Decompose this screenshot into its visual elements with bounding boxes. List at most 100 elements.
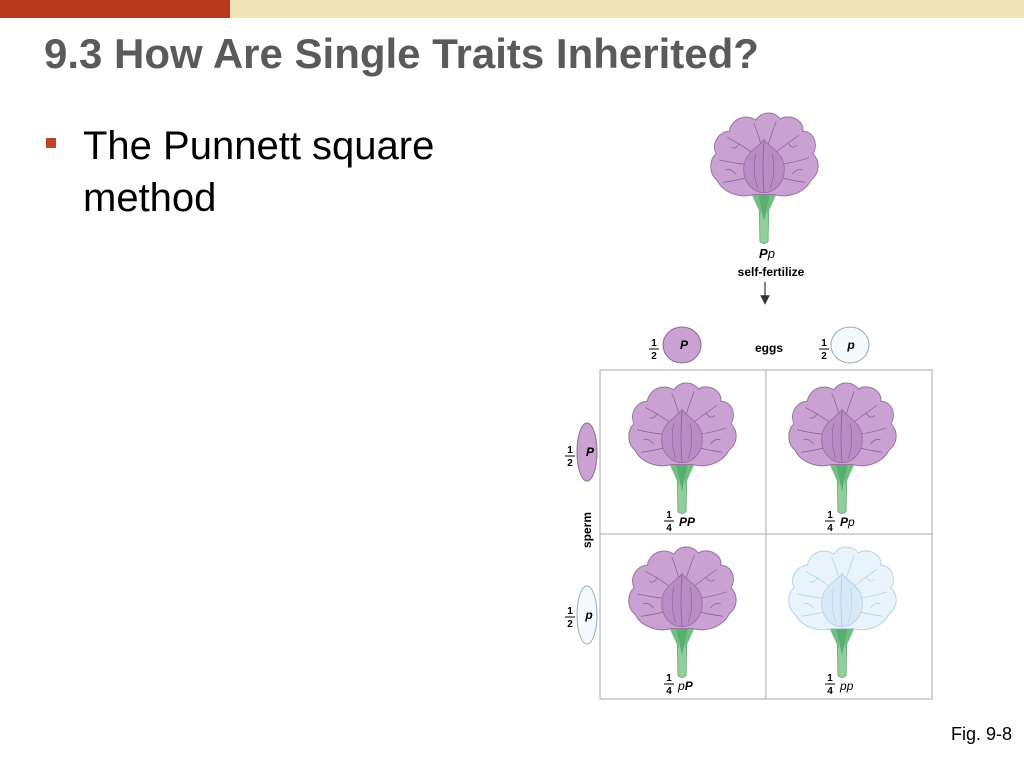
cell-fraction-num: 1 [827, 673, 833, 684]
sperm-gamete-recessive: 1 2 p [565, 585, 598, 645]
keel-vein [831, 423, 837, 459]
sperm-dominant-fraction-den: 2 [567, 458, 573, 469]
cell-allele-1: P [840, 515, 849, 529]
keel-vein [753, 153, 759, 189]
cell-allele-1: P [679, 515, 688, 529]
slide-title: 9.3 How Are Single Traits Inherited? [44, 30, 759, 77]
sepal-center [675, 462, 689, 492]
petal-vein [725, 169, 736, 175]
egg-dominant-fraction-den: 2 [651, 351, 657, 362]
petal-vein [643, 603, 654, 609]
self-fertilize-label: self-fertilize [738, 265, 805, 279]
keel-vein [687, 587, 693, 623]
sperm-recessive-ellipse [576, 585, 598, 645]
sperm-dominant-allele: P [586, 445, 595, 459]
petal-vein [788, 143, 797, 148]
sepal-center [675, 626, 689, 656]
petal-vein [710, 603, 721, 609]
cell-genotype: pP [677, 679, 694, 693]
sepal-center [835, 626, 849, 656]
parent-genotype: Pp [759, 246, 775, 261]
keel-vein [840, 411, 843, 463]
keel-vein [847, 423, 853, 459]
figure-caption: Fig. 9-8 [950, 724, 1012, 744]
cell-fraction-num: 1 [666, 673, 672, 684]
cell-label-2: 1 4 pP [664, 673, 694, 697]
petal-vein [866, 413, 875, 418]
egg-recessive-fraction-num: 1 [821, 338, 827, 349]
keel-vein [671, 423, 677, 459]
egg-recessive-allele: p [846, 338, 854, 352]
offspring-flower-pp-dominant purple-flower-icon [628, 382, 737, 514]
sperm-recessive-fraction-den: 2 [567, 619, 573, 630]
bullet-item: The Punnett square method [83, 124, 435, 220]
egg-recessive-circle [830, 326, 870, 364]
petal-vein [731, 143, 740, 149]
keel-petal [743, 138, 785, 193]
cell-fraction-den: 4 [827, 523, 833, 534]
cell-fraction-num: 1 [666, 510, 672, 521]
egg-gamete-recessive: 1 2 p [819, 326, 870, 364]
accent-bar-left [0, 0, 230, 18]
accent-bar-right [230, 0, 1024, 18]
cell-fraction-den: 4 [666, 686, 672, 697]
keel-vein [769, 153, 775, 189]
offspring-flower-pp-recessive white-flower-icon [788, 546, 897, 678]
top-accent-bar [0, 0, 1024, 18]
keel-vein [680, 411, 683, 463]
cell-genotype: pp [839, 679, 854, 693]
cell-genotype: PP [679, 515, 696, 529]
parent-flower purple-flower-icon [710, 112, 819, 244]
sepal-center [835, 462, 849, 492]
egg-gamete-dominant: 1 2 P [649, 326, 702, 364]
offspring-flower-pp-hetero-a purple-flower-icon [788, 382, 897, 514]
egg-dominant-allele: P [680, 338, 689, 352]
petal-vein [710, 439, 721, 445]
sperm-recessive-allele: p [584, 608, 592, 622]
sperm-dominant-ellipse [576, 422, 598, 482]
petal-vein [870, 439, 881, 445]
petal-vein [649, 577, 658, 583]
keel-vein [687, 423, 693, 459]
petal-vein [706, 413, 715, 418]
petal-vein [803, 603, 814, 609]
keel-petal [661, 572, 703, 627]
cell-label-1: 1 4 Pp [825, 510, 855, 534]
bullet-marker-icon [46, 138, 56, 148]
cell-allele-1: p [677, 679, 685, 693]
cell-fraction-num: 1 [827, 510, 833, 521]
petal-vein [649, 413, 658, 419]
petal-vein [809, 577, 818, 583]
cell-genotype: Pp [840, 515, 855, 529]
cell-fraction-den: 4 [827, 686, 833, 697]
keel-vein [840, 575, 843, 627]
parent-allele-dominant: P [759, 246, 768, 261]
eggs-label: eggs [755, 341, 783, 355]
cell-allele-2: P [687, 515, 696, 529]
petal-vein [706, 577, 715, 582]
sperm-recessive-fraction-num: 1 [567, 606, 573, 617]
sepal-center [757, 192, 771, 222]
petal-vein [803, 439, 814, 445]
keel-vein [680, 575, 683, 627]
cell-allele-2: P [685, 679, 694, 693]
petal-vein [809, 413, 818, 419]
cell-label-0: 1 4 PP [664, 510, 696, 534]
keel-petal [821, 572, 863, 627]
keel-vein [762, 141, 765, 193]
sperm-label: sperm [580, 512, 594, 548]
keel-petal [661, 408, 703, 463]
petal-vein [870, 603, 881, 609]
egg-recessive-fraction-den: 2 [821, 351, 827, 362]
petal-vein [792, 169, 803, 175]
keel-vein [831, 587, 837, 623]
egg-dominant-circle [662, 326, 702, 364]
petal-vein [866, 577, 875, 582]
cell-allele-2: p [846, 679, 854, 693]
sperm-dominant-fraction-num: 1 [567, 445, 573, 456]
keel-petal [821, 408, 863, 463]
egg-dominant-fraction-num: 1 [651, 338, 657, 349]
keel-vein [671, 587, 677, 623]
cell-label-3: 1 4 pp [825, 673, 854, 697]
